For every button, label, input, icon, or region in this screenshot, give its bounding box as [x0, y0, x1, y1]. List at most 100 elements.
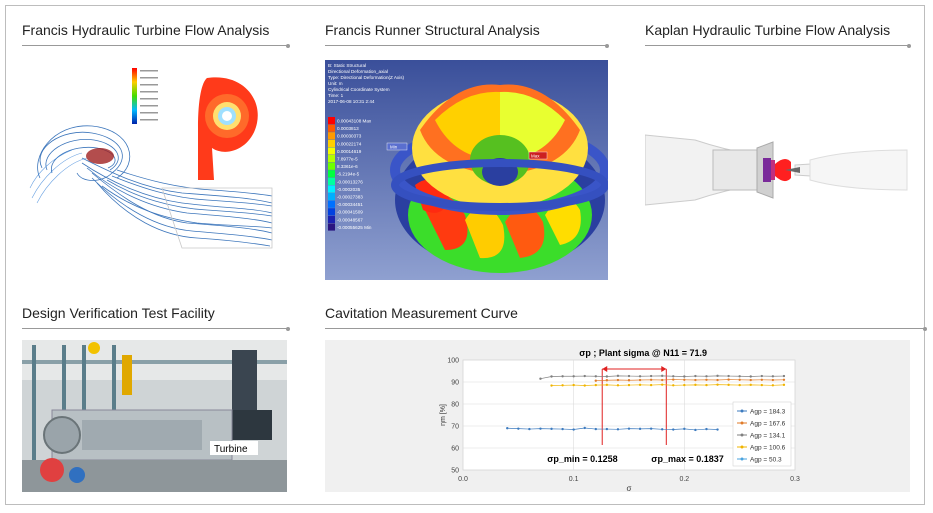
data-point	[506, 427, 509, 430]
data-point	[661, 374, 664, 378]
data-point	[771, 384, 775, 387]
data-point	[594, 379, 597, 382]
structural-header-line: Type: Directional Deformation(Z Axis)	[328, 75, 405, 80]
chart-title: σp ; Plant sigma @ N11 = 71.9	[579, 348, 707, 358]
structural-header: B: Static Structural Directional Deforma…	[328, 63, 405, 104]
data-point	[583, 374, 586, 378]
data-point	[749, 383, 752, 387]
data-point	[683, 427, 686, 431]
legend-label: 8.3361e-6	[337, 164, 358, 169]
series-line	[595, 379, 784, 382]
data-point	[694, 378, 697, 382]
structural-header-line: Directional Deformation_axial	[328, 69, 388, 74]
legend-label: 0.00030373	[337, 134, 362, 139]
data-point	[616, 428, 620, 431]
legend-entry: Agp = 134.1	[750, 433, 786, 440]
legend-label: 0.0003813	[337, 126, 359, 131]
divider	[645, 43, 911, 48]
legend-label: -6.2194e-5	[337, 172, 360, 177]
structural-header-line: 2017-06-08 10:31 2:44	[328, 99, 375, 104]
data-point	[694, 374, 697, 378]
legend-swatch	[328, 215, 335, 223]
data-point	[760, 374, 763, 378]
x-tick-label: 0.1	[569, 476, 579, 483]
arrow-head-left	[602, 366, 608, 372]
data-point	[561, 384, 564, 387]
data-point	[517, 427, 520, 430]
section-title-test-facility: Design Verification Test Facility	[22, 305, 215, 321]
divider	[325, 43, 609, 48]
legend-entry: Agp = 184.3	[750, 409, 786, 416]
data-point	[594, 427, 597, 431]
legend-label: -0.00048567	[337, 217, 363, 222]
legend-entry: Agp = 100.6	[750, 445, 786, 452]
legend-label: -0.00034451	[337, 202, 363, 207]
data-point	[694, 383, 697, 387]
data-point	[771, 375, 775, 378]
legend-label: -0.00055625 Min	[337, 225, 372, 230]
data-point	[605, 379, 609, 382]
data-point	[649, 383, 653, 387]
data-point	[627, 427, 631, 430]
data-point	[638, 383, 642, 387]
legend-swatch	[328, 170, 335, 178]
data-point	[572, 383, 575, 387]
legend-swatch	[328, 117, 335, 125]
legend-swatch	[328, 132, 335, 140]
legend-marker	[740, 445, 744, 449]
data-point	[782, 383, 786, 387]
legend-swatch	[328, 162, 335, 170]
legend-label: -0.00013276	[337, 179, 363, 184]
data-point	[672, 428, 675, 431]
data-point	[528, 427, 531, 431]
content-frame	[5, 5, 925, 505]
spiral-casing-contour	[198, 77, 258, 180]
legend-entry: Agp = 167.6	[750, 421, 786, 428]
legend-marker	[740, 457, 744, 461]
legend-marker	[740, 409, 744, 413]
section-title-kaplan-flow: Kaplan Hydraulic Turbine Flow Analysis	[645, 22, 891, 38]
data-point	[572, 375, 575, 378]
data-point	[649, 378, 653, 381]
y-tick-label: 70	[451, 424, 459, 431]
test-facility-photo: Turbine	[22, 340, 287, 492]
data-point	[771, 378, 775, 382]
kaplan-draft-tube	[645, 134, 908, 206]
legend-marker	[740, 433, 744, 437]
x-tick-label: 0.0	[458, 476, 468, 483]
section-title-cavitation: Cavitation Measurement Curve	[325, 305, 518, 321]
legend-swatch	[328, 177, 335, 185]
streamlines	[37, 125, 273, 247]
data-point	[749, 378, 752, 382]
divider	[325, 326, 927, 331]
y-tick-label: 90	[451, 380, 459, 387]
legend-label: 0.00014619	[337, 149, 362, 154]
francis-structural-image: B: Static Structural Directional Deforma…	[325, 60, 608, 280]
legend-swatch	[328, 208, 335, 216]
data-point	[661, 428, 664, 431]
data-point	[672, 375, 675, 378]
data-point	[550, 427, 553, 431]
data-point	[539, 377, 542, 380]
series-line	[507, 427, 718, 431]
data-point	[627, 379, 631, 382]
data-point	[694, 428, 697, 432]
structural-header-line: B: Static Structural	[328, 63, 366, 68]
x-tick-label: 0.3	[790, 476, 800, 483]
y-axis-label: ηm [%]	[440, 404, 447, 426]
data-point	[727, 374, 730, 378]
legend-swatch	[328, 124, 335, 132]
data-point	[683, 378, 686, 381]
data-point	[627, 374, 631, 378]
data-point	[594, 375, 597, 378]
y-tick-label: 80	[451, 402, 459, 409]
flow-color-legend	[132, 68, 158, 124]
data-point	[716, 383, 719, 386]
legend-swatch	[328, 155, 335, 163]
data-point	[738, 378, 741, 381]
kaplan-flow-image	[645, 120, 910, 215]
data-point	[705, 383, 708, 387]
y-tick-label: 100	[447, 358, 459, 365]
data-point	[649, 374, 653, 378]
legend-swatch	[328, 200, 335, 208]
